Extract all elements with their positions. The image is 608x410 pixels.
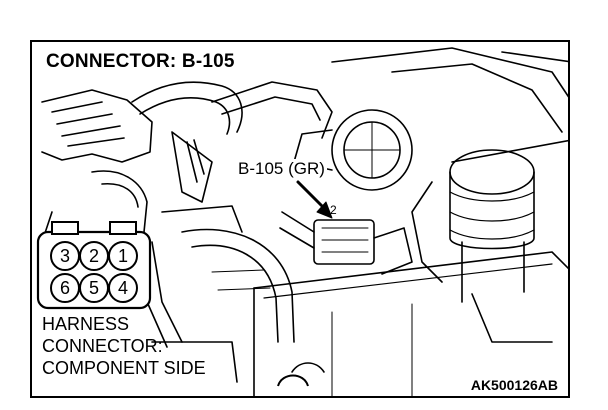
- harness-label-line: CONNECTOR:: [42, 336, 163, 356]
- harness-connector-face: 3 2 1 6 5 4: [36, 221, 152, 310]
- harness-label-line: HARNESS: [42, 314, 130, 334]
- component-side-symbol: [277, 374, 309, 387]
- lower-cover-top: [253, 251, 568, 289]
- pin-4: [108, 273, 138, 303]
- throttle-body-outer: [331, 109, 413, 191]
- cap-top: [449, 149, 535, 195]
- intake-hose: [211, 81, 333, 139]
- bracket-outline: [41, 89, 153, 163]
- harness-label-line: COMPONENT SIDE: [42, 358, 206, 378]
- pin-1: [108, 241, 138, 271]
- engine-bay-illustration: 3 2 1 6 5 4 2: [36, 47, 568, 396]
- figure-code: AK500126AB: [470, 377, 558, 393]
- pin-callout-number: 2: [330, 203, 337, 217]
- target-connector: [313, 219, 375, 265]
- diagram-title: CONNECTOR: B-105: [46, 51, 235, 72]
- pin-label: 5: [89, 278, 99, 298]
- hose-upper: [131, 81, 243, 133]
- lower-hose: [181, 228, 295, 343]
- pin-label: 6: [60, 278, 70, 298]
- connector-callout-label: B-105 (GR): [236, 159, 327, 179]
- harness-connector-label: HARNESS CONNECTOR: COMPONENT SIDE: [42, 313, 206, 379]
- diagram-frame: 3 2 1 6 5 4 2 CONNECTOR: B-105 B-105 (GR…: [30, 40, 570, 398]
- pin-label: 4: [118, 278, 128, 298]
- pin-label: 2: [89, 246, 99, 266]
- pin-label: 1: [118, 246, 128, 266]
- pin-label: 3: [60, 246, 70, 266]
